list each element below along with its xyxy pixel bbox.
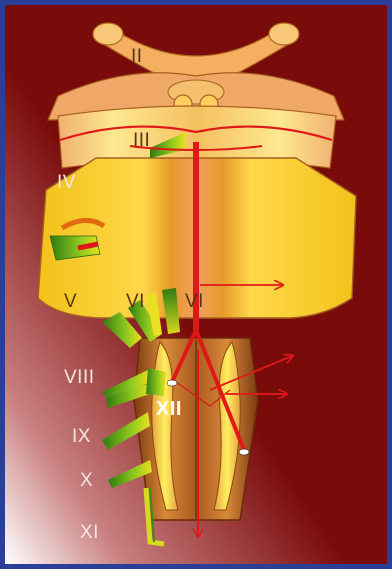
tract-terminal-dot: [239, 449, 249, 455]
medulla: [134, 338, 258, 520]
tract-terminal-dot: [167, 380, 177, 386]
